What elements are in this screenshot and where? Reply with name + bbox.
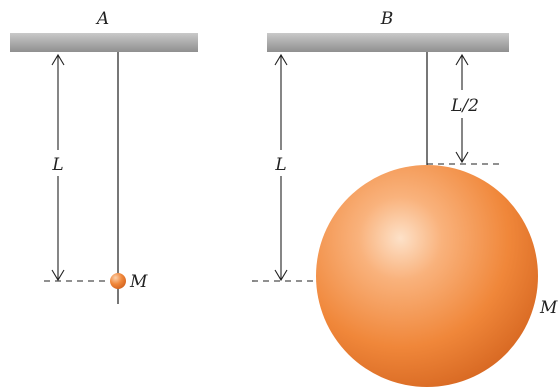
length-label-b: L <box>274 155 286 175</box>
mass-label-b: M <box>539 298 558 318</box>
ceiling-b <box>267 33 509 52</box>
length-dimension-b <box>271 53 291 282</box>
pendulum-a-label: A <box>95 9 109 29</box>
pendulum-a: A L M <box>10 9 198 304</box>
length-label-a: L <box>51 155 63 175</box>
pendulum-b-label: B <box>380 9 394 29</box>
ceiling-a <box>10 33 198 52</box>
half-length-label-b: L/2 <box>450 96 479 116</box>
bob-b <box>316 165 538 387</box>
bob-a <box>110 273 126 289</box>
mass-label-a: M <box>129 272 148 292</box>
pendulum-b: B L L/2 M <box>252 9 558 387</box>
half-length-dimension-b <box>443 53 483 164</box>
length-dimension-a <box>48 53 68 282</box>
